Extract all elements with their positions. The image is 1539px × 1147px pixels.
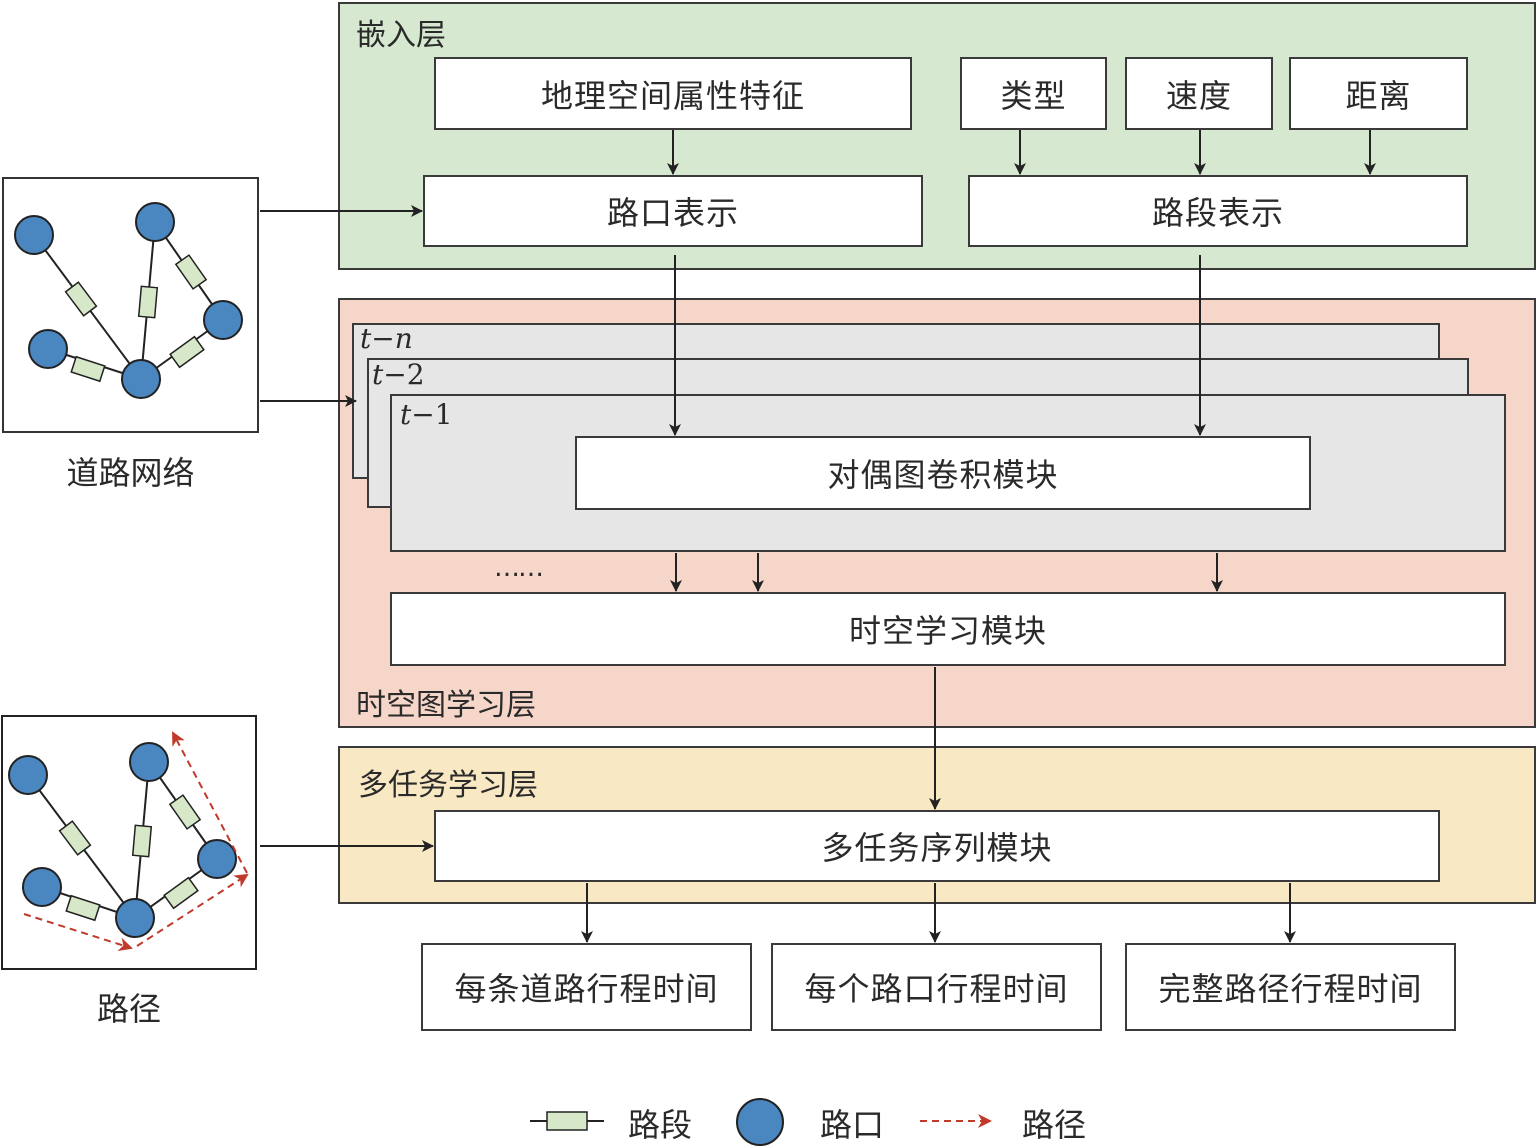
path-caption: 路径: [96, 990, 161, 1028]
segment-icon: [137, 285, 159, 319]
road-network-caption: 道路网络: [66, 454, 195, 492]
path-arrow-3: [172, 731, 248, 874]
legend-path-label: 路径: [1022, 1106, 1087, 1144]
multitask-seq-box: 多任务序列模块: [434, 810, 1440, 882]
frame-t-2-label: t−2: [372, 358, 425, 391]
segment-icon: [64, 281, 98, 317]
output-path-time: 完整路径行程时间: [1125, 943, 1456, 1031]
path-arrow-1: [23, 913, 133, 952]
st-module-box: 时空学习模块: [390, 592, 1506, 666]
intersection-repr-box: 路口表示: [423, 175, 923, 247]
legend-segment-label: 路段: [628, 1106, 693, 1144]
intersection-icon: [135, 202, 175, 242]
embedding-layer-title: 嵌入层: [356, 18, 446, 53]
intersection-icon: [203, 300, 243, 340]
intersection-icon: [28, 329, 68, 369]
segment-icon: [174, 254, 208, 290]
geo-feature-box: 地理空间属性特征: [434, 57, 912, 130]
segment-icon: [58, 820, 92, 856]
type-box: 类型: [960, 57, 1107, 130]
output-road-time: 每条道路行程时间: [421, 943, 752, 1031]
intersection-icon: [8, 755, 48, 795]
intersection-icon: [115, 898, 155, 938]
ellipsis: ……: [494, 553, 544, 583]
legend-segment-icon: [546, 1111, 588, 1131]
legend-glyphs: [530, 1098, 992, 1146]
frame-t-n-label: t−n: [360, 322, 413, 355]
segment-icon: [131, 824, 153, 858]
segment-icon: [65, 894, 101, 922]
intersection-icon: [121, 359, 161, 399]
spatiotemporal-layer-title: 时空图学习层: [356, 688, 536, 723]
speed-box: 速度: [1125, 57, 1273, 130]
segment-icon: [168, 794, 202, 830]
intersection-icon: [197, 839, 237, 879]
segment-icon: [70, 355, 106, 383]
frame-t-1-label: t−1: [400, 398, 453, 431]
output-intersection-time: 每个路口行程时间: [771, 943, 1102, 1031]
multitask-layer-title: 多任务学习层: [358, 768, 538, 803]
segment-icon: [163, 876, 199, 910]
segment-repr-box: 路段表示: [968, 175, 1468, 247]
intersection-icon: [22, 867, 62, 907]
legend-intersection-label: 路口: [820, 1106, 885, 1144]
dual-gcn-box: 对偶图卷积模块: [575, 436, 1311, 510]
segment-icon: [169, 335, 205, 369]
path-arrow-2: [136, 873, 249, 947]
intersection-icon: [129, 742, 169, 782]
path-graph: [8, 731, 249, 952]
road-network-graph: [14, 202, 243, 399]
legend-intersection-icon: [736, 1098, 784, 1146]
distance-box: 距离: [1289, 57, 1468, 130]
intersection-icon: [14, 215, 54, 255]
